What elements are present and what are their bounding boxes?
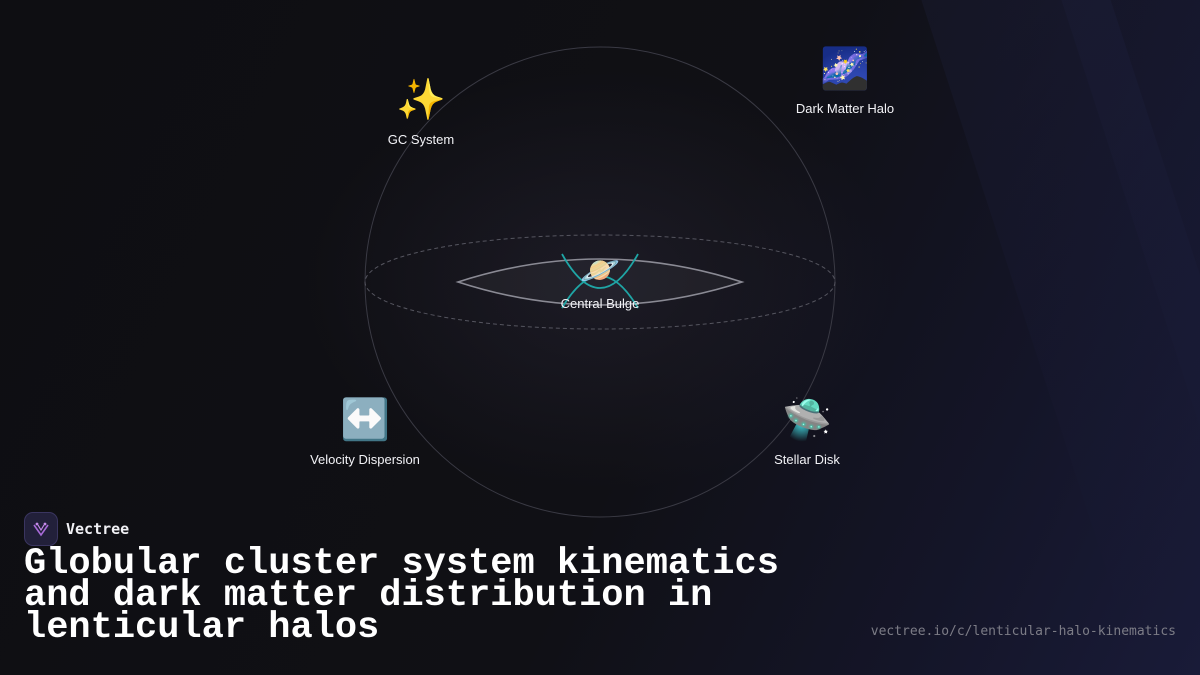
node-label: Central Bulge [560,296,640,311]
halo-dashed-ellipse [364,234,836,330]
milky-way-icon: 🌌 [820,47,870,91]
node-gc-system: ✨ GC System [321,76,521,147]
node-label: Stellar Disk [774,452,840,467]
node-velocity-dispersion: ↔️ Velocity Dispersion [265,396,465,467]
bulge-arc-top [561,253,639,289]
ringed-planet-icon: 🪐 [580,252,620,288]
brand-name: Vectree [66,520,130,538]
node-label: Velocity Dispersion [310,452,420,467]
brand: Vectree [24,512,129,546]
node-label: Dark Matter Halo [795,101,895,116]
flying-saucer-icon: 🛸 [782,398,832,442]
node-central-bulge: 🪐 Central Bulge [500,246,700,311]
bulge-arc-bottom [561,275,639,309]
page-title: Globular cluster system kinematics and d… [24,543,779,649]
sparkles-icon: ✨ [396,78,446,122]
left-right-arrow-icon: ↔️ [340,398,390,442]
vectree-logo-icon [24,512,58,546]
node-dark-matter-halo: 🌌 Dark Matter Halo [745,45,945,116]
lenticular-disk-shape [455,258,745,306]
source-url: vectree.io/c/lenticular-halo-kinematics [870,624,1176,639]
node-label: GC System [387,132,455,147]
node-stellar-disk: 🛸 Stellar Disk [707,396,907,467]
